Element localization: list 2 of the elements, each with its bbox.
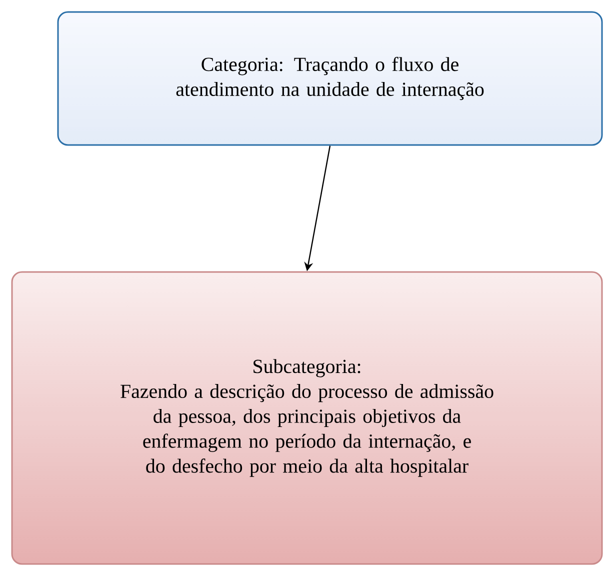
process-box: Categoria: Traçando o fluxo de atendimento na unidade de internação: [57, 11, 603, 146]
process-box: Subcategoria: Fazendo a descrição do processo de admissão da pessoa, dos principais objetivos da enfermagem no período da internação, e do desfecho por meio da alta hospitalar: [11, 271, 603, 565]
